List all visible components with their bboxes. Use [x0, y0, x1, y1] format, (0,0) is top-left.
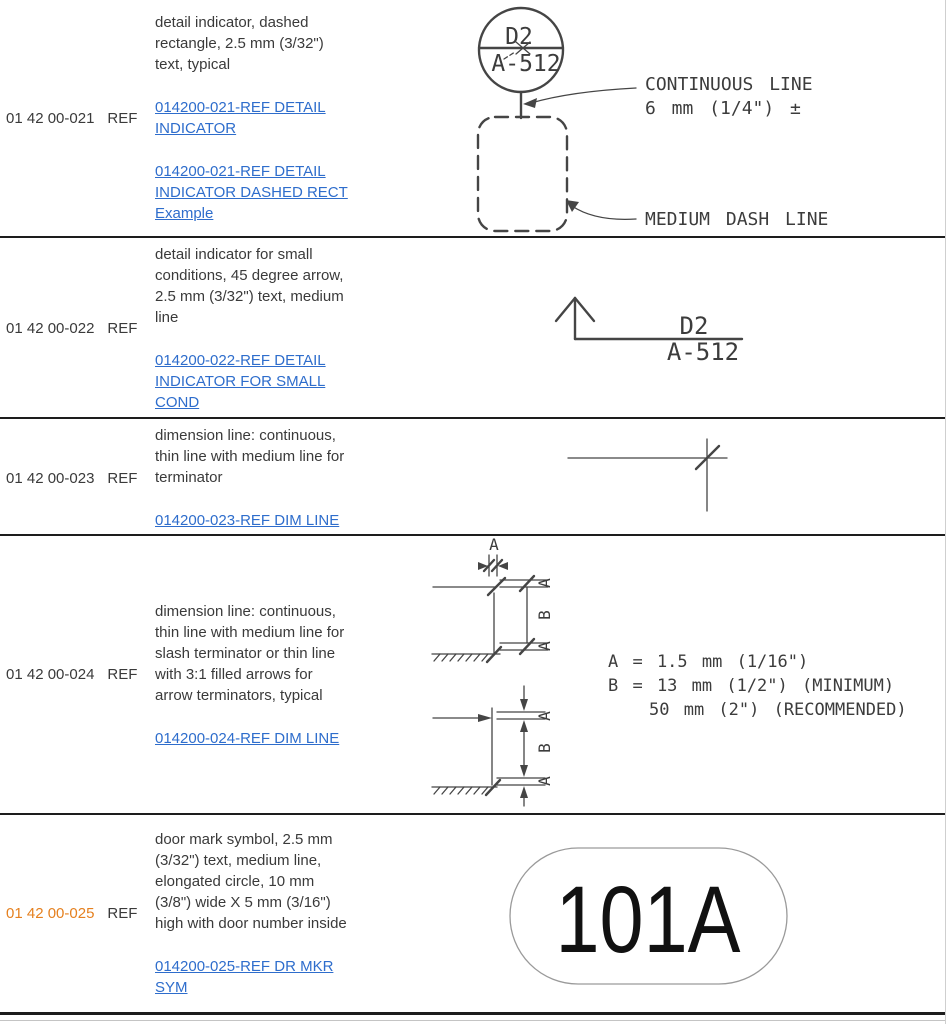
door-number: 101A	[556, 867, 742, 973]
table-row-024: 01 42 00-024 REF dimension line: continu…	[0, 536, 945, 815]
row-description-cell: detail indicator, dashed rectangle, 2.5 …	[150, 0, 365, 236]
dim-b-label: B	[535, 743, 554, 753]
row-description: dimension line: continuous, thin line wi…	[155, 602, 345, 704]
dim-a-label: A	[535, 578, 554, 588]
spec-code: 01 42 00-023	[6, 469, 95, 487]
row-description: detail indicator, dashed rectangle, 2.5 …	[155, 14, 324, 73]
gap-dimension-marks	[478, 554, 508, 577]
dim-line-link[interactable]: 014200-024-REF DIM LINE	[155, 729, 340, 747]
row-code-cell: 01 42 00-021 REF	[0, 0, 150, 236]
bottom-strip	[0, 1020, 945, 1024]
dim-a-label: A	[535, 776, 554, 786]
dimension-legend: A = 1.5 mm (1/16") B = 13 mm (1/2") (MIN…	[608, 652, 907, 720]
sheet-number-label: A-512	[667, 338, 739, 366]
spec-code: 01 42 00-022	[6, 320, 95, 337]
table-row-022: 01 42 00-022 REF detail indicator for sm…	[0, 238, 945, 419]
elongated-circle	[509, 847, 788, 985]
ref-label: REF	[107, 905, 138, 922]
45-degree-arrow	[554, 296, 596, 341]
row-description: door mark symbol, 2.5 mm (3/32") text, m…	[155, 831, 347, 932]
detail-bubble: D2 A-512	[477, 6, 565, 94]
hatch-ground	[431, 645, 503, 664]
row-code-cell: 01 42 00-024 REF	[0, 536, 150, 813]
dim-a-label: A	[489, 536, 499, 554]
spec-code-highlighted: 01 42 00-025	[6, 905, 95, 922]
legend-line-b: B = 13 mm (1/2") (MINIMUM)	[608, 676, 894, 696]
dashed-rectangle	[476, 115, 569, 233]
dim-b-label: B	[535, 610, 554, 620]
small-cond-indicator-link[interactable]: 014200-022-REF DETAIL INDICATOR FOR SMAL…	[155, 352, 326, 411]
legend-line-a: A = 1.5 mm (1/16")	[608, 652, 808, 672]
arrow-terminator-diagram: A B A	[431, 685, 554, 807]
row-description-cell: dimension line: continuous, thin line wi…	[150, 536, 365, 813]
dim-a-label: A	[535, 641, 554, 651]
center-cross-mark	[503, 41, 531, 60]
bubble-detail-number: D2	[505, 24, 533, 50]
next-row-divider	[0, 1020, 945, 1021]
detail-number-label: D2	[680, 312, 709, 340]
slash-terminator-diagram: A	[431, 536, 554, 664]
spec-code: 01 42 00-021	[6, 109, 95, 127]
ref-label: REF	[107, 666, 138, 683]
row-code-cell: 01 42 00-022 REF	[0, 238, 150, 419]
spec-code: 01 42 00-024	[6, 666, 95, 683]
ref-label: REF	[107, 469, 138, 487]
legend-line-b2: 50 mm (2") (RECOMMENDED)	[649, 700, 907, 720]
table-row-021: 01 42 00-021 REF detail indicator, dashe…	[0, 0, 945, 238]
detail-indicator-link[interactable]: 014200-021-REF DETAIL INDICATOR	[155, 99, 326, 137]
ref-label: REF	[107, 109, 138, 127]
table-row-023: 01 42 00-023 REF dimension line: continu…	[0, 419, 945, 536]
vertical-dimension-arrows	[520, 685, 528, 807]
callout-medium-dash-line: MEDIUM DASH LINE	[645, 209, 828, 230]
ref-label: REF	[107, 320, 138, 337]
slash-terminator	[694, 444, 721, 471]
door-mark-symbol-link[interactable]: 014200-025-REF DR MKR SYM	[155, 958, 334, 996]
continuous-line-leader	[523, 87, 637, 108]
row-description-cell: dimension line: continuous, thin line wi…	[150, 419, 365, 537]
row-description: detail indicator for small conditions, 4…	[155, 246, 344, 326]
right-dimension-slash: A B A	[499, 574, 554, 656]
callout-continuous-line: CONTINUOUS LINE	[645, 74, 813, 95]
row-description-cell: detail indicator for small conditions, 4…	[150, 238, 365, 419]
row-description: dimension line: continuous, thin line wi…	[155, 427, 345, 486]
detail-indicator-example-link[interactable]: 014200-021-REF DETAIL INDICATOR DASHED R…	[155, 163, 348, 222]
row-code-cell: 01 42 00-023 REF	[0, 419, 150, 537]
medium-dash-leader	[566, 200, 637, 220]
row-code-cell: 01 42 00-025 REF	[0, 815, 150, 1012]
dim-line-link[interactable]: 014200-023-REF DIM LINE	[155, 512, 340, 529]
callout-size: 6 mm (1/4") ±	[645, 98, 801, 119]
row-description-cell: door mark symbol, 2.5 mm (3/32") text, m…	[150, 815, 365, 1012]
dim-a-label: A	[535, 711, 554, 721]
hatch-ground	[431, 778, 502, 797]
table-row-025: 01 42 00-025 REF door mark symbol, 2.5 m…	[0, 815, 945, 1015]
bubble-sheet-number: A-512	[491, 51, 560, 77]
